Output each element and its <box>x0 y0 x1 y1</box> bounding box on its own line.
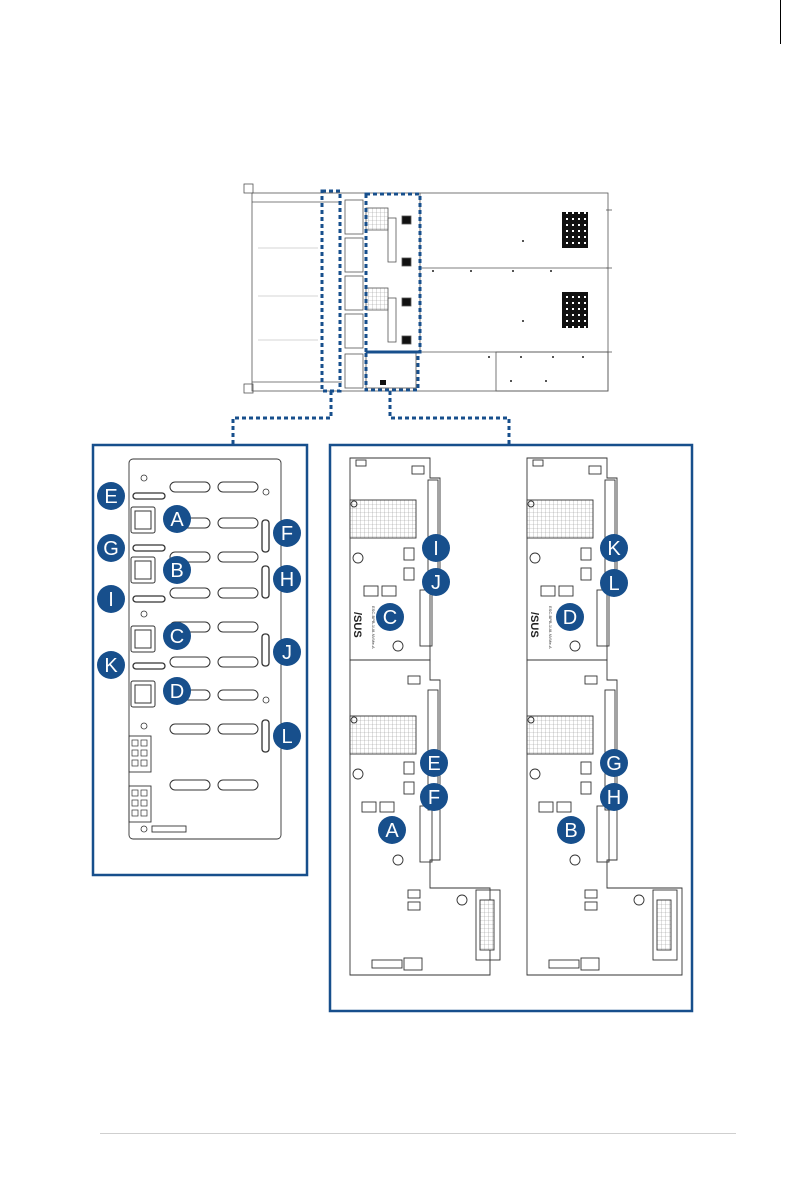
callout-label: B <box>170 560 183 582</box>
callout-badge: A <box>163 505 191 533</box>
callout-badge: J <box>273 638 301 666</box>
left-panel-callouts: E A G B I C K D F H J L <box>97 482 301 750</box>
callout-badge: G <box>600 749 628 777</box>
callout-label: I <box>433 538 439 560</box>
callout-badge: A <box>378 816 406 844</box>
callout-label: H <box>607 787 621 809</box>
nvme-board-left <box>350 458 500 975</box>
callout-label: K <box>607 538 621 560</box>
callout-badge: I <box>97 585 125 613</box>
board-left-callouts: I J C E F A <box>376 534 450 844</box>
callout-badge: K <box>600 534 628 562</box>
connector-lines <box>233 391 509 446</box>
callout-badge: C <box>163 622 191 650</box>
callout-badge: B <box>163 556 191 584</box>
callout-label: F <box>281 523 293 545</box>
callout-badge: K <box>97 651 125 679</box>
callout-badge: F <box>420 783 448 811</box>
callout-label: G <box>606 753 622 775</box>
callout-label: F <box>428 787 440 809</box>
callout-label: B <box>564 820 577 842</box>
callout-label: K <box>104 655 118 677</box>
board-model-right: ESC-BPB-1U8-NVMe-A <box>548 606 553 649</box>
callout-label: A <box>385 820 399 842</box>
callout-label: E <box>427 753 440 775</box>
callout-label: L <box>608 573 619 595</box>
callout-badge: H <box>273 565 301 593</box>
callout-badge: G <box>97 534 125 562</box>
backplane-board <box>129 459 281 839</box>
callout-badge: C <box>376 603 404 631</box>
callout-badge: E <box>97 482 125 510</box>
callout-label: J <box>282 642 292 664</box>
callout-label: G <box>103 538 119 560</box>
callout-badge: D <box>556 603 584 631</box>
callout-badge: L <box>273 722 301 750</box>
callout-badge: H <box>600 783 628 811</box>
callout-badge: F <box>273 519 301 547</box>
callout-badge: J <box>422 568 450 596</box>
board-model-left: ESC-BPB-1U8-NVMe-A <box>371 606 376 649</box>
callout-label: I <box>108 589 114 611</box>
callout-label: C <box>383 607 397 629</box>
callout-label: E <box>104 486 117 508</box>
callout-label: A <box>170 509 184 531</box>
callout-badge: D <box>163 677 191 705</box>
callout-label: L <box>281 726 292 748</box>
board-brand-left: /SUS <box>351 612 363 638</box>
left-detail-panel <box>93 445 307 875</box>
callout-label: J <box>431 572 441 594</box>
callout-label: D <box>563 607 577 629</box>
callout-badge: E <box>420 749 448 777</box>
callout-badge: B <box>557 816 585 844</box>
callout-badge: I <box>422 534 450 562</box>
server-top-view <box>244 184 612 393</box>
callout-label: C <box>170 626 184 648</box>
callout-badge: L <box>600 569 628 597</box>
callout-label: D <box>170 681 184 703</box>
callout-label: H <box>280 569 294 591</box>
footer-rule <box>100 1133 736 1134</box>
board-brand-right: /SUS <box>528 612 540 638</box>
nvme-board-right <box>527 458 682 975</box>
